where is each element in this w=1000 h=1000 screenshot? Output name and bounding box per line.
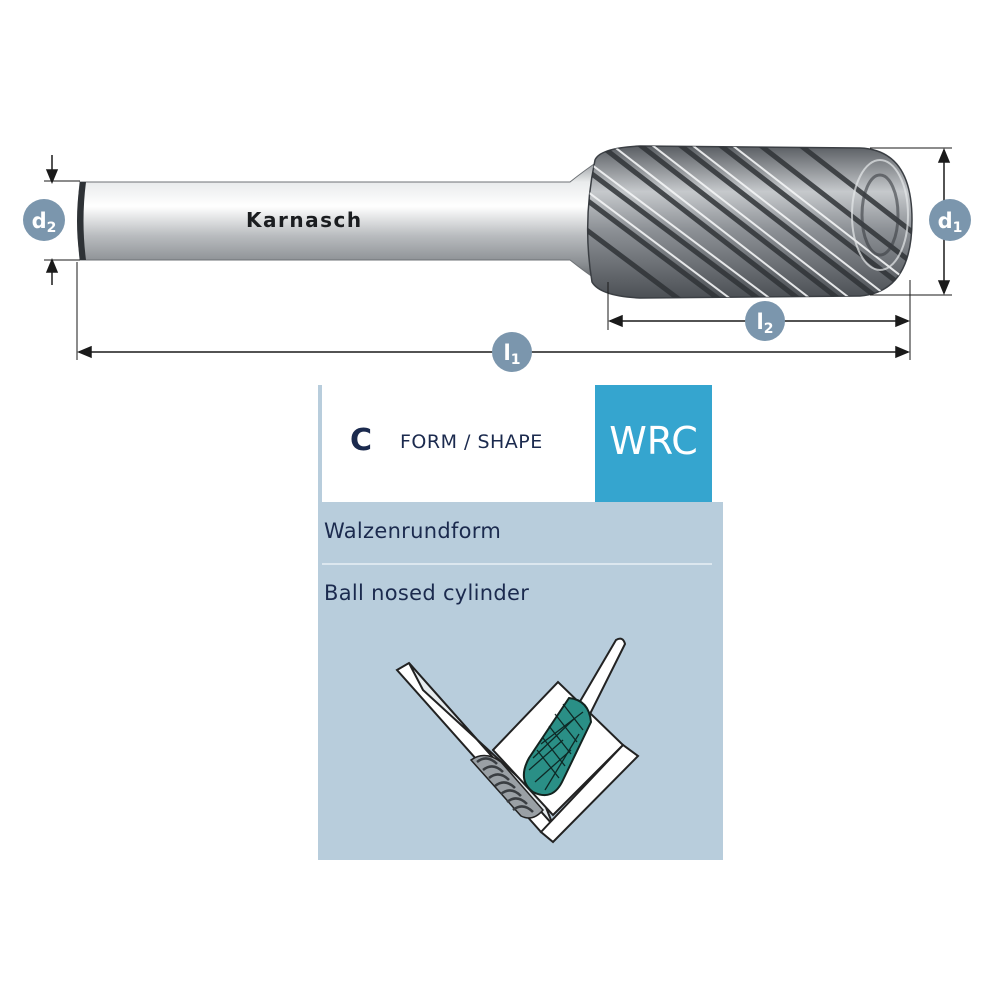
- burr-icon: [522, 696, 593, 796]
- card-header: C FORM / SHAPE WRC: [318, 385, 723, 502]
- card-edge: [318, 385, 322, 502]
- badge-d1: d1: [929, 199, 971, 241]
- shape-card: C FORM / SHAPE WRC Walzenrundform Ball n…: [318, 385, 723, 860]
- badge-l1: l1: [492, 332, 532, 372]
- svg-text:l2: l2: [757, 310, 774, 337]
- svg-text:d2: d2: [32, 209, 57, 236]
- shape-label-area: C FORM / SHAPE: [322, 385, 596, 502]
- cutting-head: [586, 145, 913, 299]
- svg-text:l1: l1: [504, 341, 521, 368]
- shank: [77, 159, 601, 283]
- shape-name-english: Ball nosed cylinder: [324, 581, 530, 605]
- badge-l2: l2: [745, 301, 785, 341]
- shape-letter: C: [350, 423, 373, 458]
- svg-text:d1: d1: [938, 209, 963, 236]
- divider: [322, 563, 712, 565]
- weld-bead: [469, 754, 544, 819]
- brand-logo: Karnasch: [246, 208, 363, 232]
- badge-d2: d2: [23, 199, 65, 241]
- shape-label: FORM / SHAPE: [400, 431, 543, 453]
- type-code-box: WRC: [595, 385, 712, 502]
- burr-technical-drawing: Karnasch: [23, 145, 971, 372]
- shape-name-german: Walzenrundform: [324, 519, 502, 543]
- workpiece-icon: [395, 637, 640, 844]
- dimension-lines: [44, 147, 952, 360]
- type-code: WRC: [609, 419, 698, 463]
